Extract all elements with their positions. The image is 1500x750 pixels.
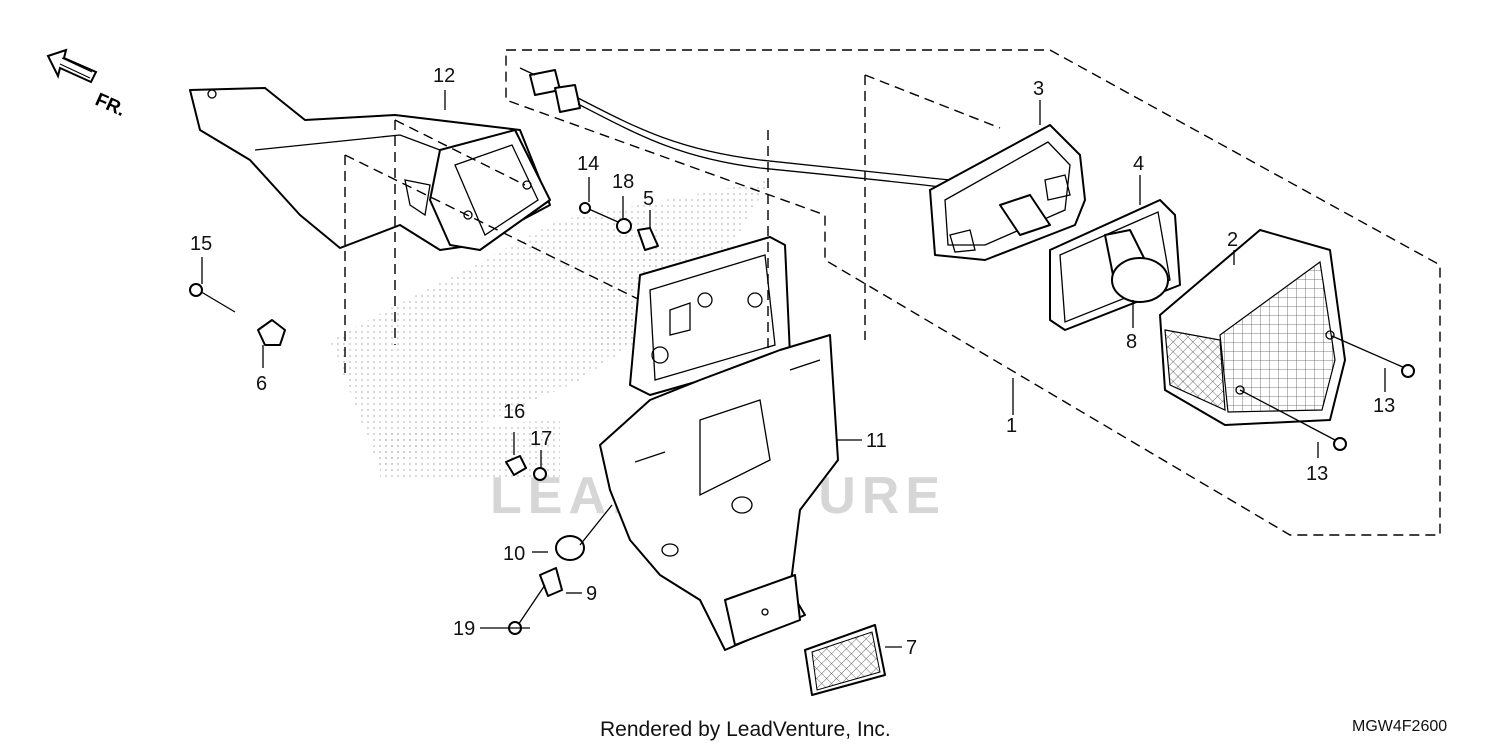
render-credit: Rendered by LeadVenture, Inc. <box>600 718 891 741</box>
callout-18: 18 <box>612 171 634 193</box>
callout-5: 5 <box>643 188 654 210</box>
callout-7: 7 <box>906 637 917 659</box>
callout-9: 9 <box>586 583 597 605</box>
collar-part-6 <box>257 319 286 346</box>
callouts: 12 3 4 2 14 18 5 15 6 8 1 13 13 11 16 17… <box>190 65 1395 659</box>
callout-14: 14 <box>577 153 599 175</box>
lens-part-2 <box>1159 229 1346 426</box>
callout-13-lower: 13 <box>1306 463 1328 485</box>
callout-3: 3 <box>1033 78 1044 100</box>
screw-part-13-lower <box>1239 389 1347 451</box>
license-bracket-part-11 <box>599 334 839 651</box>
callout-11: 11 <box>866 430 887 452</box>
callout-17: 17 <box>530 428 552 450</box>
bolt-part-14 <box>579 202 619 223</box>
callout-12: 12 <box>433 65 455 87</box>
collar-part-5 <box>637 227 659 251</box>
lamp-case-part-3 <box>929 124 1086 261</box>
callout-6: 6 <box>256 373 267 395</box>
bolt-part-15 <box>189 283 236 313</box>
leader-lines <box>201 90 1386 648</box>
callout-13-upper: 13 <box>1373 395 1395 417</box>
washer-part-17 <box>533 467 547 481</box>
wire-harness <box>519 67 951 189</box>
screw-part-13-upper <box>1331 335 1415 378</box>
rear-fender-part-12 <box>189 87 551 251</box>
nut-part-16 <box>505 455 527 476</box>
bolt-part-19 <box>508 584 546 635</box>
reflector-part-7 <box>804 624 886 696</box>
callout-1: 1 <box>1006 415 1017 437</box>
washer-part-18 <box>616 218 632 234</box>
diagram-code: MGW4F2600 <box>1352 718 1448 735</box>
callout-15: 15 <box>190 233 212 255</box>
callout-19: 19 <box>453 618 475 640</box>
callout-4: 4 <box>1133 153 1144 175</box>
collar-part-9 <box>539 567 563 597</box>
callout-10: 10 <box>503 543 525 565</box>
callout-8: 8 <box>1126 331 1137 353</box>
front-marker-label: FR. <box>92 89 129 121</box>
bulb-part-8 <box>1104 229 1169 303</box>
front-direction-arrow-icon: FR. <box>46 48 129 121</box>
callout-2: 2 <box>1227 229 1238 251</box>
grommet-part-10 <box>555 535 585 561</box>
callout-16: 16 <box>503 401 525 423</box>
